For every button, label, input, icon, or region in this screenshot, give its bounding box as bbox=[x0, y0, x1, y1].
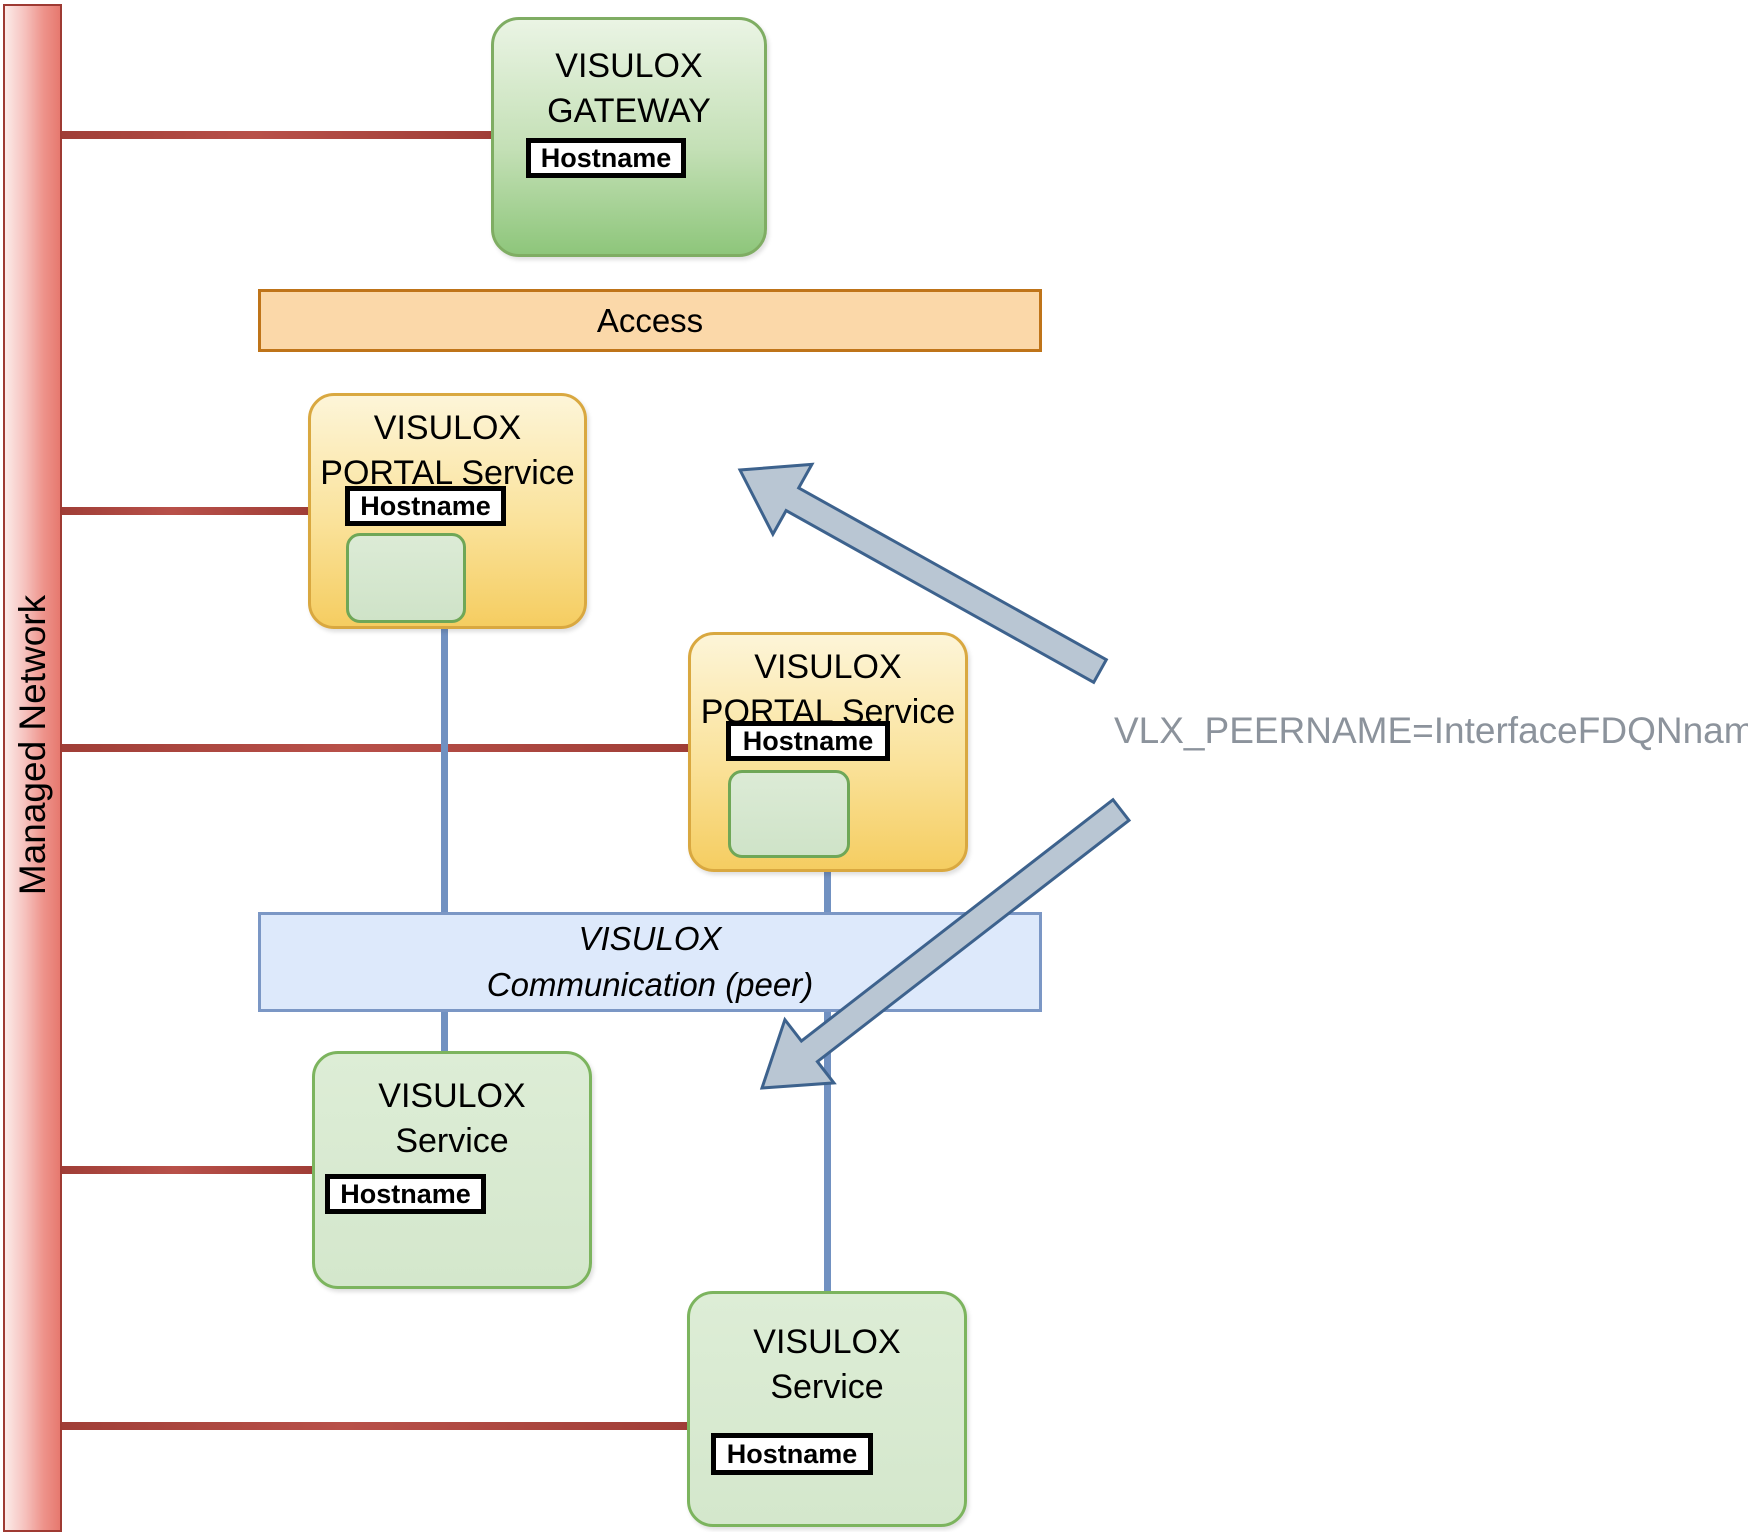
portal1-title-line2: PORTAL Service bbox=[320, 453, 575, 492]
node-visulox-service-1: VISULOX Service Hostname bbox=[312, 1051, 592, 1289]
gateway-title: VISULOX GATEWAY bbox=[494, 44, 764, 134]
service2-hostname-box: Hostname bbox=[711, 1433, 873, 1475]
service1-hostname-box: Hostname bbox=[325, 1174, 486, 1214]
connector-blue-comm-service2 bbox=[824, 1010, 831, 1293]
connector-red-service1 bbox=[62, 1166, 312, 1174]
service2-title-line2: Service bbox=[770, 1367, 884, 1406]
node-visulox-gateway: VISULOX GATEWAY Hostname bbox=[491, 17, 767, 257]
portal2-hostname-box: Hostname bbox=[726, 721, 890, 761]
node-visulox-portal-service-1: VISULOX PORTAL Service Hostname bbox=[308, 393, 587, 629]
connector-red-service2 bbox=[62, 1422, 687, 1430]
connector-blue-portal1-comm bbox=[441, 629, 448, 914]
portal1-hostname-box: Hostname bbox=[345, 486, 506, 526]
connector-red-portal1 bbox=[62, 507, 308, 515]
vlx-peername-annotation: VLX_PEERNAME=InterfaceFDQNname bbox=[1114, 710, 1748, 751]
service1-title: VISULOX Service bbox=[315, 1074, 589, 1164]
access-bar: Access bbox=[258, 289, 1042, 352]
gateway-hostname-box: Hostname bbox=[526, 138, 686, 178]
communication-bar-line1: VISULOX bbox=[578, 919, 722, 957]
portal1-subcomponent-box bbox=[346, 533, 466, 623]
service1-title-line1: VISULOX bbox=[378, 1077, 526, 1115]
communication-bar: VISULOX Communication (peer) bbox=[258, 912, 1042, 1012]
gateway-title-line1: VISULOX bbox=[555, 47, 703, 85]
communication-bar-line2: Communication (peer) bbox=[486, 966, 814, 1003]
portal2-subcomponent-box bbox=[728, 770, 850, 858]
service2-title-line1: VISULOX bbox=[753, 1323, 901, 1361]
portal2-title-line1: VISULOX bbox=[754, 648, 902, 686]
gateway-title-line2: GATEWAY bbox=[547, 91, 711, 130]
connector-blue-portal2-comm bbox=[824, 870, 831, 914]
service2-title: VISULOX Service bbox=[690, 1320, 964, 1410]
node-visulox-portal-service-2: VISULOX PORTAL Service Hostname bbox=[688, 632, 968, 872]
managed-network-bar bbox=[3, 4, 62, 1532]
portal1-title-line1: VISULOX bbox=[373, 409, 522, 447]
node-visulox-service-2: VISULOX Service Hostname bbox=[687, 1291, 967, 1527]
portal1-title: VISULOX PORTAL Service bbox=[311, 406, 584, 496]
connector-red-gateway bbox=[62, 131, 491, 139]
service1-title-line2: Service bbox=[395, 1121, 509, 1160]
managed-network-label: Managed Network bbox=[12, 594, 53, 896]
connector-blue-comm-service1 bbox=[441, 1010, 448, 1053]
connector-red-portal2 bbox=[62, 744, 688, 752]
access-bar-label: Access bbox=[596, 301, 704, 339]
